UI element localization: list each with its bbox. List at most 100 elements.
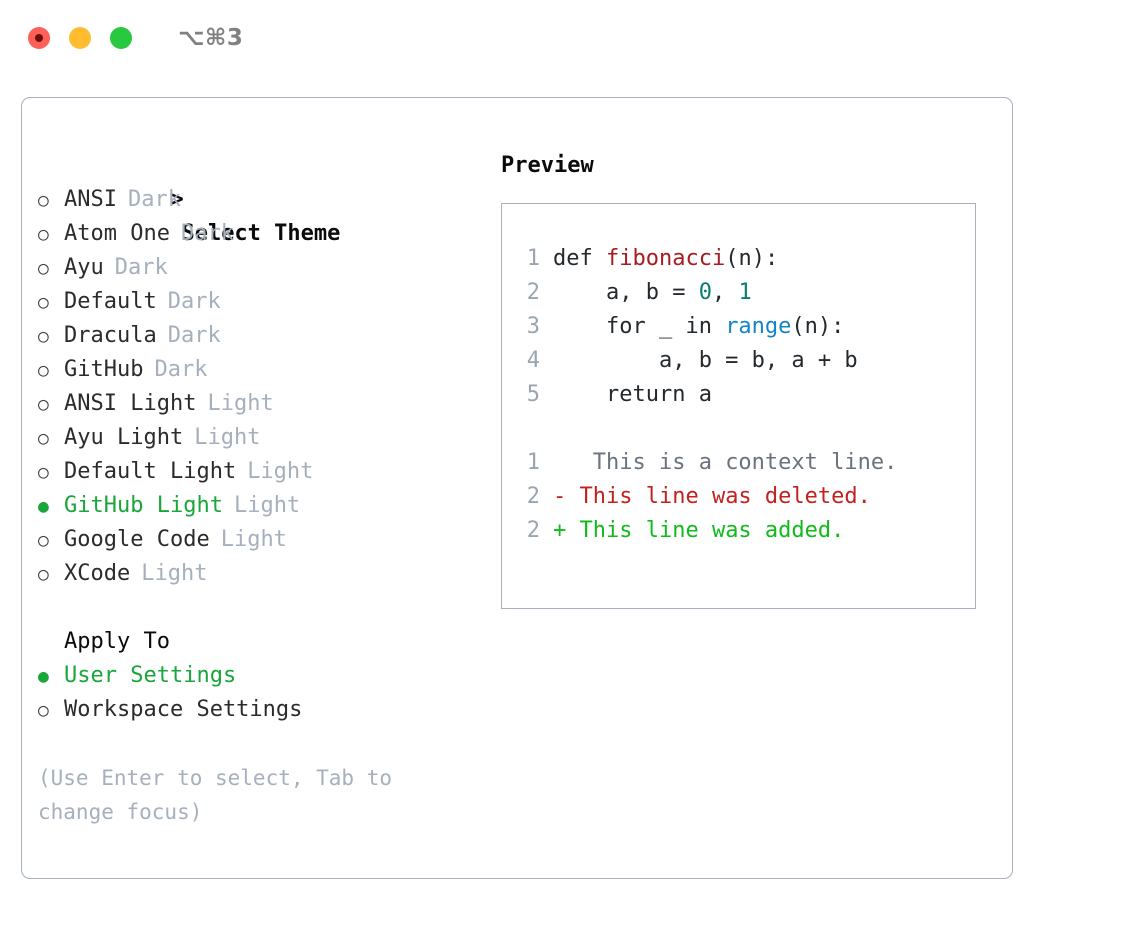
radio-unselected-icon: ○ xyxy=(38,428,49,449)
apply-to-option-user-settings[interactable]: ● User Settings xyxy=(38,659,488,693)
radio-unselected-icon: ○ xyxy=(38,326,49,347)
theme-option-tag: Dark xyxy=(167,289,221,314)
theme-option-tag: Light xyxy=(207,391,274,416)
code-line-number: 4 xyxy=(526,348,540,373)
apply-to-option-workspace-settings[interactable]: ○Workspace Settings xyxy=(38,693,488,727)
theme-option-ayu-light[interactable]: ○ Ayu Light Light xyxy=(38,421,488,455)
theme-list-title: Select Theme xyxy=(181,221,341,246)
theme-option-tag: Light xyxy=(233,493,301,518)
title-bar: ⌥⌘3 xyxy=(0,0,1140,76)
apply-to-list: ● User Settings ○Workspace Settings xyxy=(38,659,488,727)
prompt-caret-icon: > xyxy=(170,187,184,212)
code-token-plain: , xyxy=(711,280,739,305)
theme-option-github-light[interactable]: ● GitHub Light Light xyxy=(38,489,488,523)
theme-option-label: XCode xyxy=(64,561,131,586)
theme-option-label: GitHub xyxy=(64,357,144,382)
theme-option-tag: Dark xyxy=(127,187,181,212)
theme-option-label: GitHub Light xyxy=(64,493,223,518)
theme-option-ansi-light[interactable]: ○ ANSI Light Light xyxy=(38,387,488,421)
theme-option-tag: Dark xyxy=(114,255,168,280)
code-line: 3 for _ in range(n): xyxy=(514,310,975,344)
radio-unselected-icon: ○ xyxy=(38,530,49,551)
code-token-plain: return a xyxy=(553,382,712,407)
zoom-button-icon[interactable] xyxy=(110,27,132,49)
diff-line-number: 1 xyxy=(526,450,540,475)
code-line-text: a, b = b, a + b xyxy=(553,344,858,378)
minimize-button-icon[interactable] xyxy=(69,27,91,49)
diff-line-ctx: 1 This is a context line. xyxy=(514,446,975,480)
diff-line-text: This is a context line. xyxy=(566,450,898,475)
radio-unselected-icon: ○ xyxy=(38,462,49,483)
theme-option-tag: Light xyxy=(247,459,314,484)
theme-option-atom-one[interactable]: ○ Atom One Dark xyxy=(38,217,488,251)
radio-selected-icon: ● xyxy=(38,496,49,517)
radio-unselected-icon: ○ xyxy=(38,224,49,245)
code-token-fn: fibonacci xyxy=(605,246,726,271)
code-token-num: 1 xyxy=(738,280,752,305)
code-line: 4 a, b = b, a + b xyxy=(514,344,975,378)
radio-unselected-icon: ○ xyxy=(38,700,49,721)
theme-option-label: Atom One xyxy=(64,221,170,246)
code-line-text: for _ in range(n): xyxy=(553,310,844,344)
code-line-number: 2 xyxy=(526,280,540,305)
theme-option-label: Google Code xyxy=(64,527,210,552)
code-line: 2 a, b = 0, 1 xyxy=(514,276,975,310)
radio-selected-icon: ● xyxy=(38,666,49,687)
code-token-plain: for _ in xyxy=(553,314,726,339)
diff-marker: - xyxy=(553,484,567,509)
theme-option-tag: Light xyxy=(141,561,208,586)
radio-unselected-icon: ○ xyxy=(38,394,49,415)
traffic-lights xyxy=(28,27,132,49)
code-token-call: range xyxy=(725,314,792,339)
radio-unselected-icon: ○ xyxy=(38,360,49,381)
theme-option-tag: Dark xyxy=(180,221,234,246)
code-token-plain: a, b = b, a + b xyxy=(553,348,858,373)
code-token-plain: def xyxy=(553,246,606,271)
preview-title: Preview xyxy=(501,153,594,178)
close-button-icon[interactable] xyxy=(28,27,50,49)
theme-option-tag: Light xyxy=(194,425,261,450)
diff-sample: 1 This is a context line.2- This line wa… xyxy=(514,446,975,548)
diff-line-text: This line was added. xyxy=(566,518,845,543)
section-spacer xyxy=(38,591,488,625)
theme-option-tag: Dark xyxy=(154,357,208,382)
diff-line-number: 2 xyxy=(526,518,540,543)
theme-option-label: Ayu Light xyxy=(64,425,184,450)
code-line: 5 return a xyxy=(514,378,975,412)
code-token-num: 0 xyxy=(698,280,712,305)
radio-unselected-icon: ○ xyxy=(38,258,49,279)
code-token-plain: (n): xyxy=(791,314,845,339)
code-token-plain: a, b = xyxy=(553,280,699,305)
radio-unselected-icon: ○ xyxy=(38,190,49,211)
theme-option-label: ANSI Light xyxy=(64,391,197,416)
apply-to-option-label: User Settings xyxy=(64,663,237,688)
code-token-plain: (n): xyxy=(725,246,779,271)
code-line-number: 5 xyxy=(526,382,540,407)
theme-option-github[interactable]: ○ GitHub Dark xyxy=(38,353,488,387)
apply-to-title: Apply To xyxy=(64,629,170,654)
code-line-number: 3 xyxy=(526,314,540,339)
code-line-text: a, b = 0, 1 xyxy=(553,276,752,310)
diff-line-text: This line was deleted. xyxy=(566,484,871,509)
diff-marker: + xyxy=(553,518,567,543)
code-line-text: def fibonacci(n): xyxy=(553,242,778,276)
diff-line-del: 2- This line was deleted. xyxy=(514,480,975,514)
code-diff-spacer xyxy=(514,412,975,446)
diff-line-add: 2 + This line was added. xyxy=(514,514,975,548)
code-line: 1 def fibonacci(n): xyxy=(514,242,975,276)
theme-list-header: > Select Theme xyxy=(38,149,488,246)
theme-option-label: Default xyxy=(64,289,157,314)
code-line-number: 1 xyxy=(526,246,540,271)
